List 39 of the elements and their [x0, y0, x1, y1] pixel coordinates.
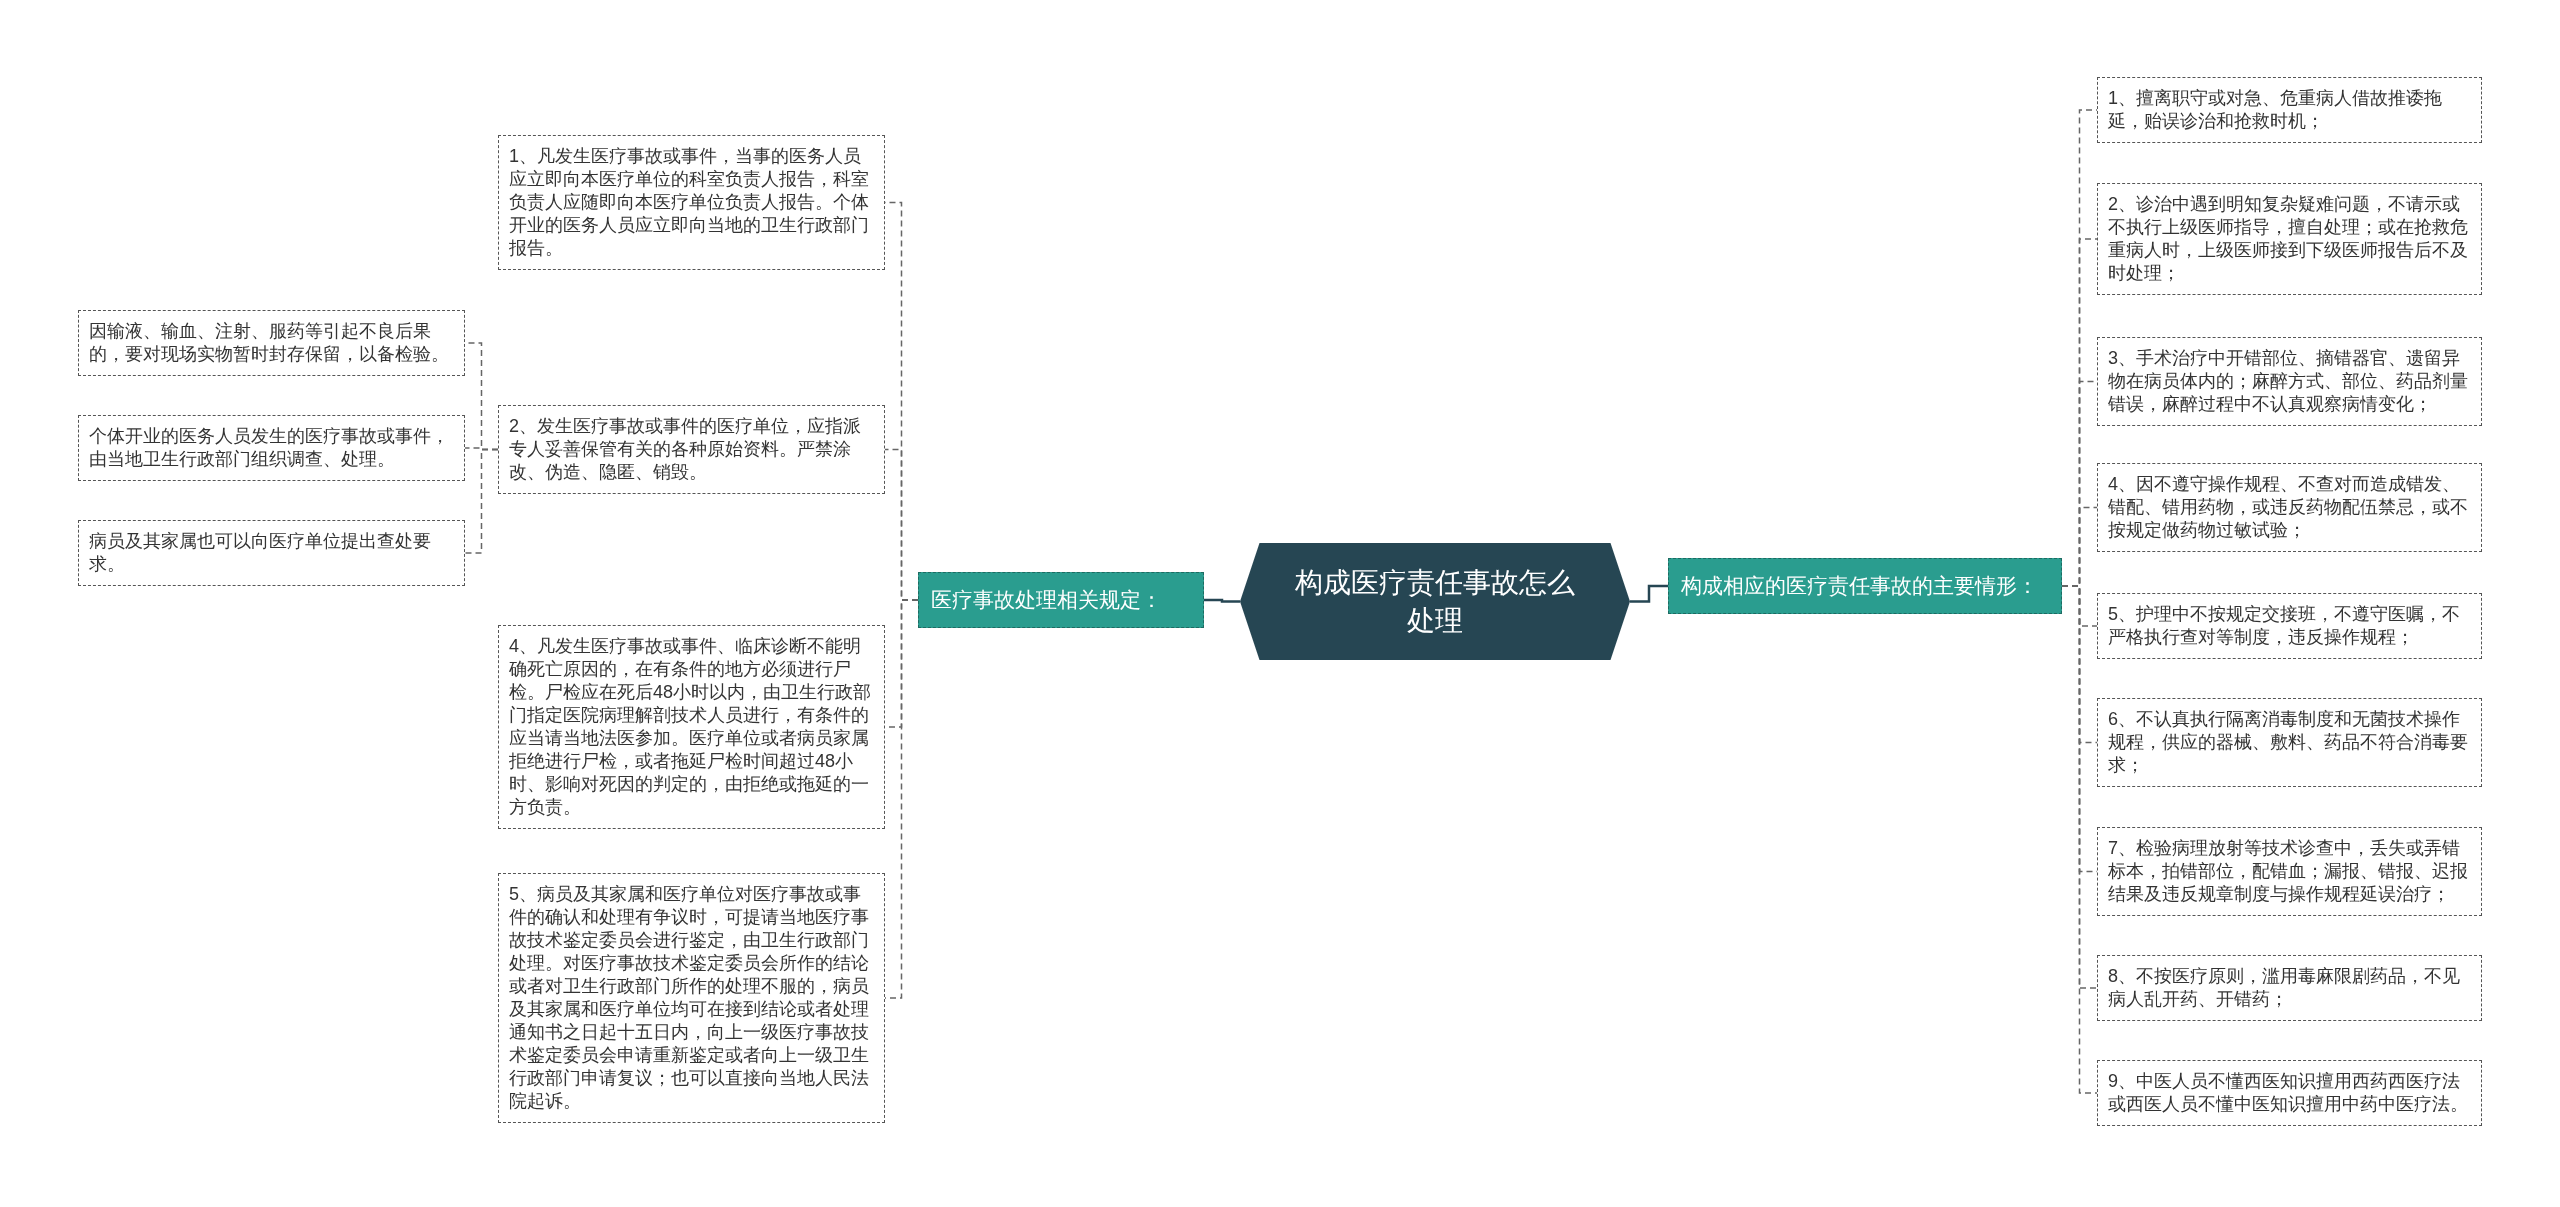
note-text: 1、凡发生医疗事故或事件，当事的医务人员应立即向本医疗单位的科室负责人报告，科室负责人应随即向本医疗单位负责人报告。个体开业的医务人员应立即向当地的卫生行政部门报告。	[509, 145, 870, 260]
note-text: 4、因不遵守操作规程、不查对而造成错发、错配、错用药物，或违反药物配伍禁忌，或不按规定做药物过敏试验；	[2108, 473, 2469, 542]
topic-text: 医疗事故处理相关规定：	[931, 587, 1163, 613]
note-box	[2097, 955, 2482, 1021]
note-text: 个体开业的医务人员发生的医疗事故或事件，由当地卫生行政部门组织调查、处理。	[89, 425, 450, 471]
note-box	[2097, 593, 2482, 659]
note-box	[498, 405, 885, 494]
note-text: 病员及其家属也可以向医疗单位提出查处要求。	[89, 530, 432, 576]
note-text: 6、不认真执行隔离消毒制度和无菌技术操作规程，供应的器械、敷料、药品不符合消毒要求；	[2108, 708, 2469, 777]
topic-box	[918, 572, 1204, 628]
note-box	[2097, 1060, 2482, 1126]
note-box	[78, 310, 465, 376]
topic-box	[1668, 558, 2062, 614]
topic-text: 构成相应的医疗责任事故的主要情形：	[1681, 573, 2039, 599]
note-text: 2、诊治中遇到明知复杂疑难问题，不请示或不执行上级医师指导，擅自处理；或在抢救危重病人时，上级医师接到下级医师报告后不及时处理；	[2108, 193, 2469, 285]
note-text: 9、中医人员不懂西医知识擅用西药西医疗法或西医人员不懂中医知识擅用中药中医疗法。	[2108, 1070, 2469, 1116]
note-box	[2097, 827, 2482, 916]
note-text: 7、检验病理放射等技术诊查中，丢失或弄错标本，拍错部位，配错血；漏报、错报、迟报结果及违反规章制度与操作规程延误治疗；	[2108, 837, 2469, 906]
note-text: 3、手术治疗中开错部位、摘错器官、遗留异物在病员体内的；麻醉方式、部位、药品剂量错误，麻醉过程中不认真观察病情变化；	[2108, 347, 2469, 416]
note-box	[2097, 698, 2482, 787]
note-box	[78, 520, 465, 586]
note-box	[2097, 337, 2482, 426]
connector-line	[1630, 584, 1668, 603]
note-text: 2、发生医疗事故或事件的医疗单位，应指派专人妥善保管有关的各种原始资料。严禁涂改、伪造、隐匿、销毁。	[509, 415, 862, 484]
note-box	[2097, 77, 2482, 143]
note-box	[498, 135, 885, 270]
note-box	[78, 415, 465, 481]
note-text: 4、凡发生医疗事故或事件、临床诊断不能明确死亡原因的，在有条件的地方必须进行尸检。尸检应在死后48小时以内，由卫生行政部门指定医院病理解剖技术人员进行，有条件的应当请当地法医参加。医疗单位或者病员家属拒绝进行尸检，或者拖延尸检时间超过48小时、影响对死因的判定的，由拒绝或拖延的一方负责。	[509, 635, 873, 819]
connector-line	[464, 448, 499, 554]
note-box	[498, 625, 885, 829]
note-box	[2097, 183, 2482, 295]
note-box	[2097, 463, 2482, 552]
note-text: 8、不按医疗原则，滥用毒麻限剧药品，不见病人乱开药、开错药；	[2108, 965, 2461, 1011]
connector-line	[1204, 598, 1240, 603]
note-text: 1、擅离职守或对急、危重病人借故推诿拖延，贻误诊治和抢救时机；	[2108, 87, 2443, 133]
note-text: 因输液、输血、注射、服药等引起不良后果的，要对现场实物暂时封存保留，以备检验。	[89, 320, 450, 366]
root-title: 构成医疗责任事故怎么处理	[1294, 565, 1576, 638]
note-text: 5、病员及其家属和医疗单位对医疗事故或事件的确认和处理有争议时，可提请当地医疗事故技术鉴定委员会进行鉴定，由卫生行政部门处理。对医疗事故技术鉴定委员会所作的结论或者对卫生行政部门所作的处理不服的，病员及其家属和医疗单位均可在接到结论或者处理通知书之日起十五日内，向上一级医疗事故技术鉴定委员会申请重新鉴定或者向上一级卫生行政部门申请复议；也可以直接向当地人民法院起诉。	[509, 883, 870, 1113]
note-text: 5、护理中不按规定交接班，不遵守医嘱，不严格执行查对等制度，违反操作规程；	[2108, 603, 2461, 649]
